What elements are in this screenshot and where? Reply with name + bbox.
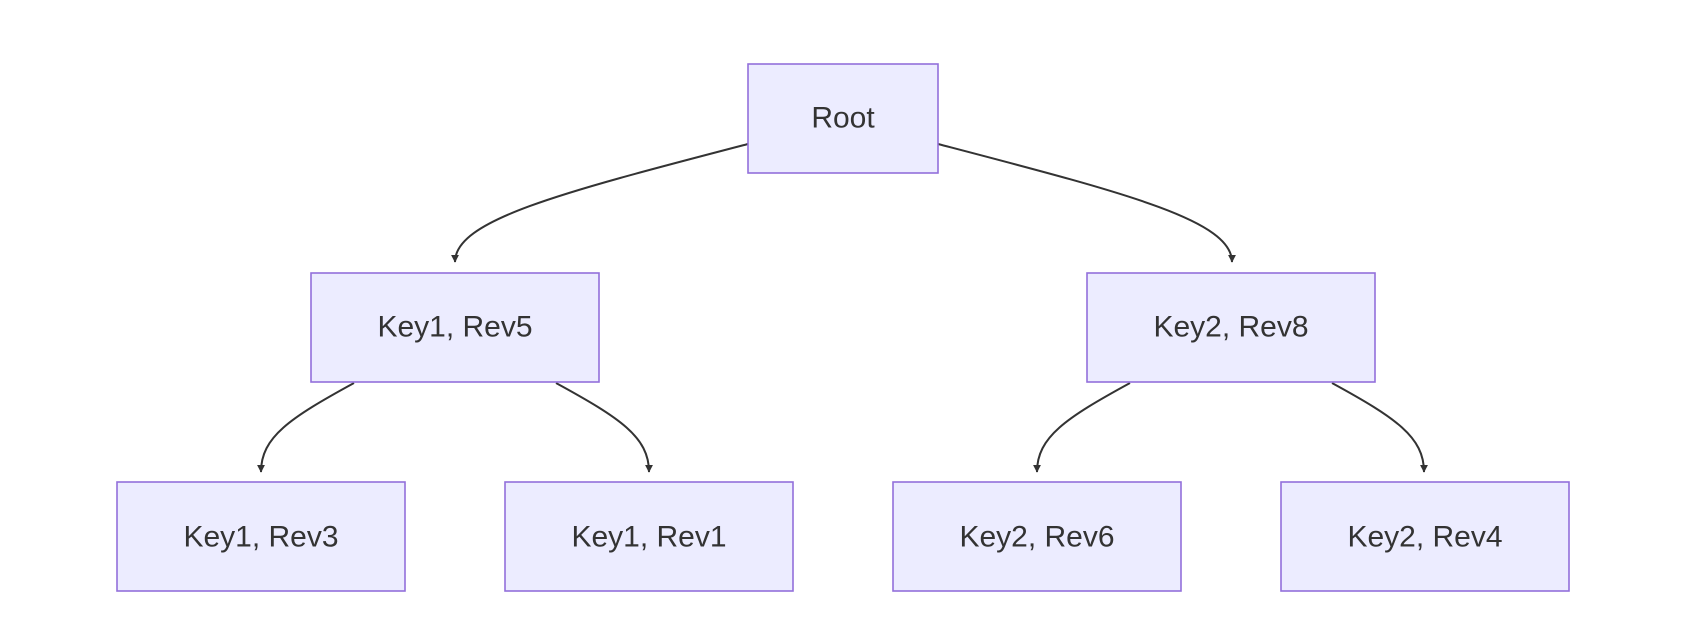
node-key2-rev8: Key2, Rev8 [1086,272,1376,383]
edge-root-to-key1-rev5 [451,143,749,263]
node-key1-rev3: Key1, Rev3 [116,481,406,592]
node-key2-rev8-label: Key2, Rev8 [1153,311,1308,344]
edge-key1-rev5-to-key1-rev1 [555,382,653,473]
node-key1-rev1-label: Key1, Rev1 [571,521,726,554]
node-key2-rev6-label: Key2, Rev6 [959,521,1114,554]
node-root: Root [747,63,939,174]
node-key2-rev6: Key2, Rev6 [892,481,1182,592]
edge-key2-rev8-to-key2-rev6 [1033,382,1131,473]
node-key1-rev5: Key1, Rev5 [310,272,600,383]
node-key1-rev3-label: Key1, Rev3 [183,521,338,554]
edge-key1-rev5-to-key1-rev3 [257,382,355,473]
node-key1-rev5-label: Key1, Rev5 [377,311,532,344]
node-key1-rev1: Key1, Rev1 [504,481,794,592]
edge-key2-rev8-to-key2-rev4 [1331,382,1428,473]
edge-root-to-key2-rev8 [937,143,1236,263]
node-root-label: Root [811,102,875,135]
node-key2-rev4: Key2, Rev4 [1280,481,1570,592]
node-key2-rev4-label: Key2, Rev4 [1347,521,1502,554]
